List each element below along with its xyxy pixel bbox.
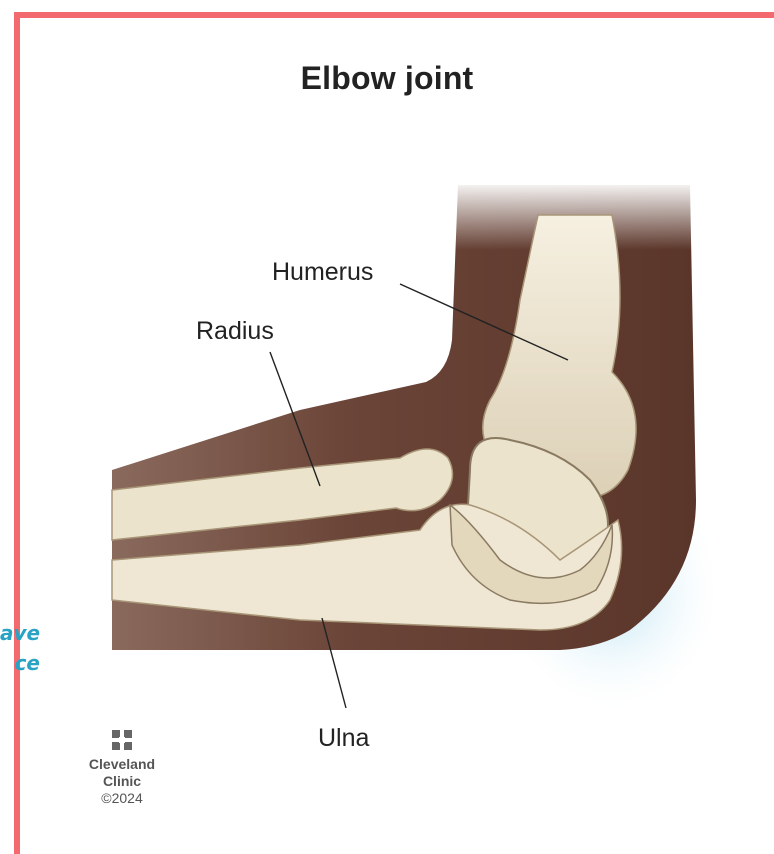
logo-name-line-1: Cleveland	[62, 756, 182, 773]
ulna-label: Ulna	[318, 724, 369, 753]
radius-label: Radius	[196, 317, 274, 346]
humerus-label: Humerus	[272, 258, 373, 287]
logo-copyright: ©2024	[62, 790, 182, 807]
logo-name-line-2: Clinic	[62, 773, 182, 790]
side-text-line-2: ce	[0, 648, 40, 678]
clipped-side-text: ave ce	[0, 618, 40, 678]
cleveland-clinic-logo: Cleveland Clinic ©2024	[62, 728, 182, 807]
cleveland-clinic-mark-icon	[110, 728, 134, 752]
side-text-line-1: ave	[0, 618, 40, 648]
